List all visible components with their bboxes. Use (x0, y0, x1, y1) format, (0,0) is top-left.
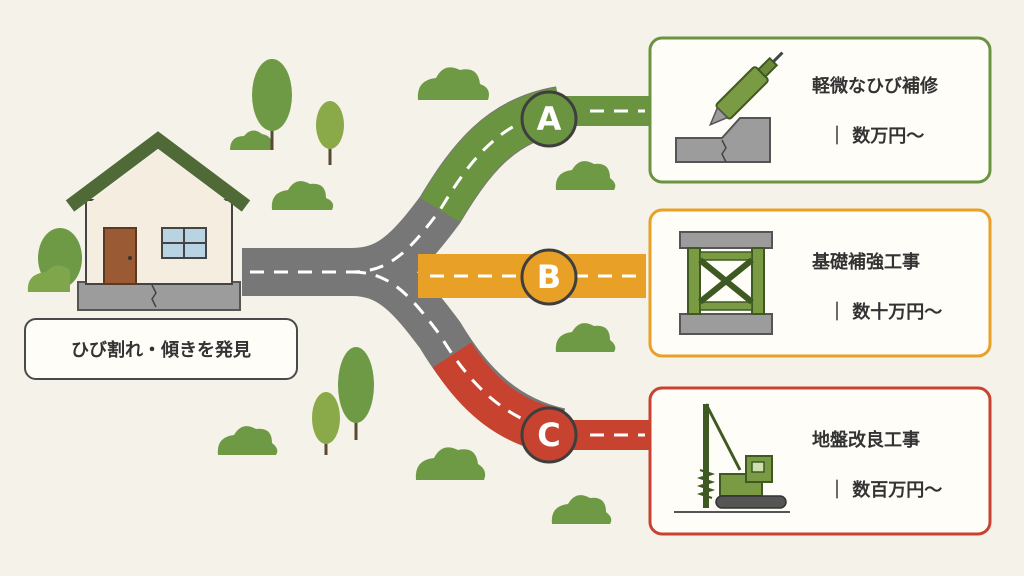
option-b-cost: ｜ 数十万円〜 (828, 302, 943, 323)
bushes (217, 67, 616, 524)
drilling-rig-icon (674, 403, 790, 513)
house-icon (65, 131, 251, 311)
bush-icon (551, 495, 612, 524)
tree-icon (338, 347, 374, 440)
option-a-cost-value: 数万円〜 (852, 126, 925, 147)
tree-icon (252, 59, 292, 150)
bush-icon (271, 181, 334, 210)
option-c-badge[interactable]: C (518, 404, 580, 466)
option-a-letter: A (537, 100, 562, 138)
option-b-title: 基礎補強工事 (812, 252, 920, 273)
option-a-badge[interactable]: A (518, 88, 580, 150)
caulking-gun-icon (675, 51, 784, 163)
bush-icon (230, 130, 273, 150)
bush-icon (417, 67, 489, 100)
option-c-cost-value: 数百万円〜 (852, 480, 943, 501)
steel-frame-icon (679, 231, 773, 335)
start-label: ひび割れ・傾きを発見 (24, 318, 298, 380)
bush-icon (555, 161, 616, 190)
option-c-letter: C (537, 416, 560, 454)
option-b-cost-value: 数十万円〜 (852, 302, 943, 323)
option-c-title: 地盤改良工事 (812, 430, 920, 451)
option-a-title: 軽微なひび補修 (812, 76, 938, 97)
option-c-cost: ｜ 数百万円〜 (828, 480, 943, 501)
bush-icon (217, 426, 278, 455)
tree-icon (312, 392, 340, 455)
start-label-text: ひび割れ・傾きを発見 (71, 340, 251, 361)
option-b-badge[interactable]: B (518, 246, 580, 308)
tree-icon (316, 101, 344, 165)
bush-icon (415, 447, 486, 480)
bush-icon (555, 323, 616, 352)
option-a-cost: ｜ 数万円〜 (828, 126, 925, 147)
tree-icon (27, 228, 82, 292)
option-b-letter: B (537, 258, 561, 296)
